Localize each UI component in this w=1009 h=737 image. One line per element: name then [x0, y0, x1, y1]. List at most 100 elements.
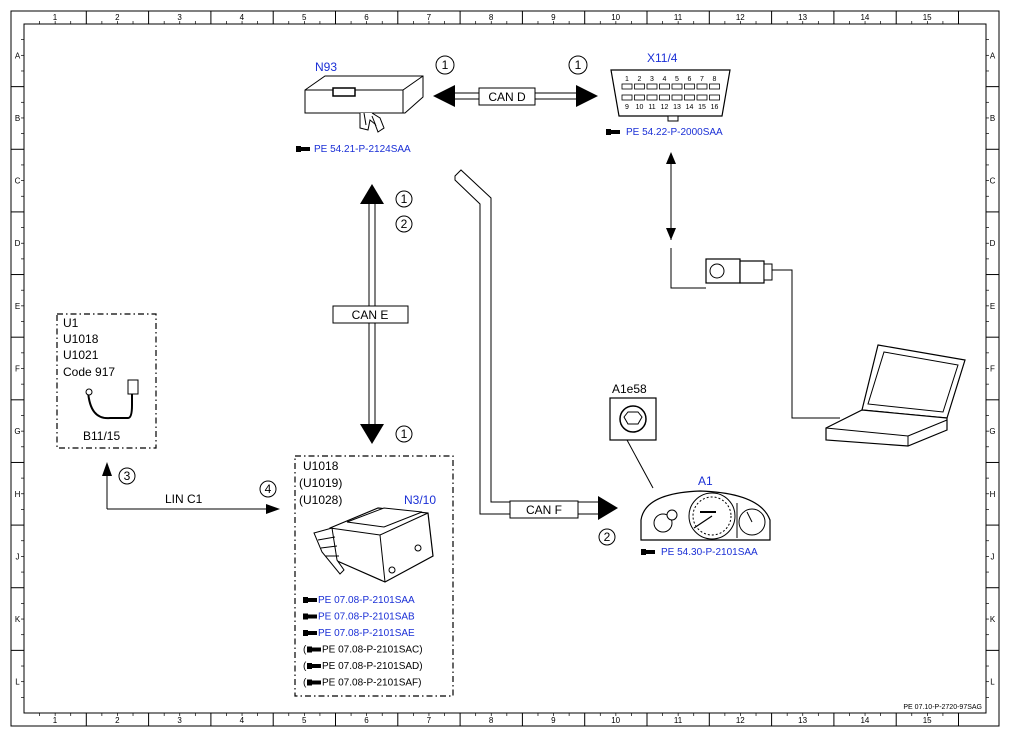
- n310-ref-link[interactable]: PE 07.08-P-2101SAE: [318, 628, 415, 639]
- grid-row-label: E: [15, 302, 20, 311]
- x11-pin-number: 4: [663, 76, 667, 83]
- grid-row-label: E: [990, 302, 995, 311]
- grid-column-label: 10: [611, 716, 620, 725]
- can-e-label: CAN E: [352, 308, 389, 322]
- n310-ecu-box: U1018 (U1019) (U1028) N3/10 PE 07.08-P-2…: [294, 455, 454, 697]
- grid-column-label: 10: [611, 13, 620, 22]
- grid-column-label: 11: [674, 13, 683, 22]
- x11-pin: [696, 94, 708, 101]
- can-d-marker-right: 1: [575, 58, 582, 72]
- can-f-label: CAN F: [526, 503, 562, 517]
- n93-ref-link[interactable]: PE 54.21-P-2124SAA: [314, 144, 411, 155]
- x11-pin: [709, 83, 720, 90]
- grid-column-label: 6: [364, 13, 369, 22]
- n93-label: N93: [315, 60, 337, 74]
- n310-ref-link[interactable]: PE 07.08-P-2101SAB: [318, 612, 415, 623]
- n93-module: N93 PE 54.21-P-2124SAA: [296, 60, 424, 155]
- grid-row-label: G: [14, 427, 20, 436]
- x11-pin: [696, 83, 708, 90]
- grid-column-label: 13: [798, 13, 807, 22]
- x11-pin: [621, 83, 633, 90]
- x11-pin-number: 11: [648, 104, 655, 111]
- x11-pin: [634, 83, 645, 90]
- can-f-marker: 2: [604, 530, 611, 544]
- x11-pin-number: 2: [638, 76, 642, 83]
- grid-column-label: 14: [860, 13, 869, 22]
- can-d-connection: CAN D 1 1: [433, 55, 598, 107]
- x11-label: X11/4: [647, 51, 678, 65]
- ecu-drawing: [313, 507, 434, 583]
- grid-column-label: 15: [923, 13, 932, 22]
- grid-column-label: 9: [551, 13, 556, 22]
- n310-book-icon: [307, 679, 321, 686]
- x11-pin-number: 3: [650, 76, 654, 83]
- grid-column-label: 7: [427, 13, 432, 22]
- n310-ref-link[interactable]: PE 07.08-P-2101SAD): [322, 661, 423, 672]
- n310-label: N3/10: [404, 493, 436, 507]
- a1-instrument-cluster: A1 PE 54.30-P-2101SAA: [640, 474, 771, 558]
- lin-marker-3: 3: [124, 469, 131, 483]
- grid-row-label: H: [990, 490, 996, 499]
- x11-pin-number: 16: [711, 104, 719, 111]
- grid-column-label: 1: [53, 13, 58, 22]
- grid-row-label: C: [15, 177, 21, 186]
- x11-pin-number: 10: [636, 104, 644, 111]
- lin-c1-label: LIN C1: [165, 492, 203, 506]
- can-e-marker-1: 1: [401, 192, 408, 206]
- grid-column-label: 13: [798, 716, 807, 725]
- laptop-icon: [825, 344, 966, 447]
- x11-pin: [684, 94, 695, 101]
- grid-column-label: 6: [364, 716, 369, 725]
- lin-c1-connection: LIN C1 3 4: [102, 462, 280, 514]
- n310-ref-paren: (: [303, 661, 307, 672]
- n310-ref-paren: (: [303, 645, 307, 656]
- grid-row-label: G: [989, 427, 995, 436]
- b11-label: B11/15: [83, 429, 120, 443]
- n93-book-icon: [296, 146, 310, 152]
- n310-ref-link[interactable]: PE 07.08-P-2101SAC): [322, 645, 423, 656]
- grid-row-label: F: [15, 365, 20, 374]
- x11-pin-number: 12: [661, 104, 669, 111]
- can-f-connection: CAN F 2: [454, 169, 618, 546]
- n310-ref-link[interactable]: PE 07.08-P-2101SAA: [318, 595, 415, 606]
- x11-pin-number: 1: [625, 76, 629, 83]
- n310-ref-link[interactable]: PE 07.08-P-2101SAF): [322, 678, 422, 689]
- b11-sensor-box: U1 U1018 U1021 Code 917 B11/15: [56, 313, 157, 449]
- grid-column-label: 15: [923, 716, 932, 725]
- x11-pin-number: 5: [675, 76, 679, 83]
- grid-column-label: 5: [302, 716, 307, 725]
- a1-ref-link[interactable]: PE 54.30-P-2101SAA: [661, 547, 758, 558]
- can-e-marker-bottom: 1: [401, 427, 408, 441]
- x11-pin-number: 6: [688, 76, 692, 83]
- n310-book-icon: [303, 613, 317, 620]
- grid-row-label: J: [991, 552, 995, 561]
- x11-pin: [634, 94, 645, 101]
- grid-row-label: F: [990, 365, 995, 374]
- n310-line-2: (U1028): [299, 493, 342, 507]
- grid-row-label: K: [15, 615, 21, 624]
- grid-column-label: 11: [674, 716, 683, 725]
- diagnostic-adapter: [670, 248, 840, 419]
- x11-pin: [621, 94, 633, 101]
- x11-pin: [684, 83, 695, 90]
- grid-column-label: 3: [177, 13, 182, 22]
- diagnostic-link: [666, 152, 676, 240]
- grid-column-label: 3: [177, 716, 182, 725]
- grid-column-label: 4: [240, 13, 245, 22]
- grid-row-label: H: [15, 490, 21, 499]
- x11-pin: [646, 83, 658, 90]
- x11-pin-number: 8: [713, 76, 717, 83]
- n310-book-icon: [303, 630, 317, 636]
- grid-column-label: 14: [860, 716, 869, 725]
- x11-ref-link[interactable]: PE 54.22-P-2000SAA: [626, 127, 723, 138]
- n310-book-icon: [307, 646, 321, 653]
- n310-book-icon: [307, 663, 321, 669]
- can-d-marker-left: 1: [442, 58, 449, 72]
- x11-pin-number: 13: [673, 104, 681, 111]
- grid-row-label: J: [16, 552, 20, 561]
- can-e-marker-2: 2: [401, 217, 408, 231]
- grid-column-label: 12: [736, 13, 745, 22]
- grid-column-label: 9: [551, 716, 556, 725]
